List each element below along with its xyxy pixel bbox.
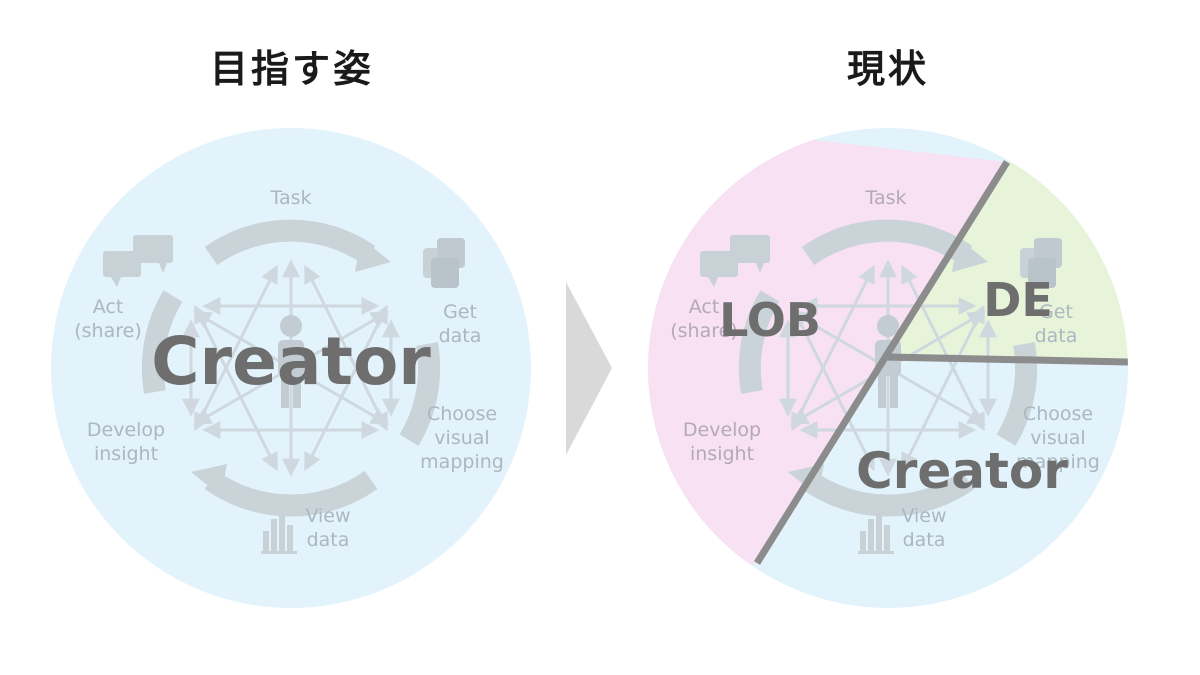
target-state-diagram: Task Get data Choose visual mapping View… <box>51 128 531 608</box>
stage-choose-2: visual <box>1030 427 1085 449</box>
stage-view-2: data <box>307 529 350 551</box>
stage-act-1: Act <box>689 296 720 318</box>
role-label-lob: LOB <box>719 293 821 347</box>
role-label-de: DE <box>983 273 1053 327</box>
stage-choose-3: mapping <box>420 451 504 473</box>
stage-develop-1: Develop <box>683 419 761 441</box>
divider-lob <box>754 160 1010 565</box>
stage-get-data-1: Get <box>443 301 477 323</box>
stage-task: Task <box>269 187 311 209</box>
stage-get-data-1: Get <box>1039 301 1073 323</box>
role-label-creator: Creator <box>151 323 431 400</box>
stage-choose-3: mapping <box>1016 451 1100 473</box>
stage-develop-2: insight <box>94 443 158 465</box>
chevron-right-icon <box>566 282 612 455</box>
role-label-creator: Creator <box>856 442 1068 500</box>
current-state-diagram: Task Get data Choose visual mapping View… <box>648 128 1128 608</box>
stage-view-2: data <box>903 529 946 551</box>
stage-get-data-2: data <box>1035 325 1078 347</box>
current-state-title: 現状 <box>846 47 929 91</box>
stage-choose-2: visual <box>434 427 489 449</box>
stage-get-data-2: data <box>439 325 482 347</box>
stage-act-1: Act <box>93 296 124 318</box>
stage-develop-2: insight <box>690 443 754 465</box>
stage-act-2: (share) <box>670 320 738 342</box>
stage-develop-1: Develop <box>87 419 165 441</box>
stage-choose-1: Choose <box>1023 403 1093 425</box>
stage-choose-1: Choose <box>427 403 497 425</box>
target-state-title: 目指す姿 <box>209 47 374 91</box>
stage-view-1: View <box>901 505 946 527</box>
stage-view-1: View <box>305 505 350 527</box>
divider-de <box>885 353 1128 366</box>
stage-act-2: (share) <box>74 320 142 342</box>
stage-task: Task <box>864 187 906 209</box>
